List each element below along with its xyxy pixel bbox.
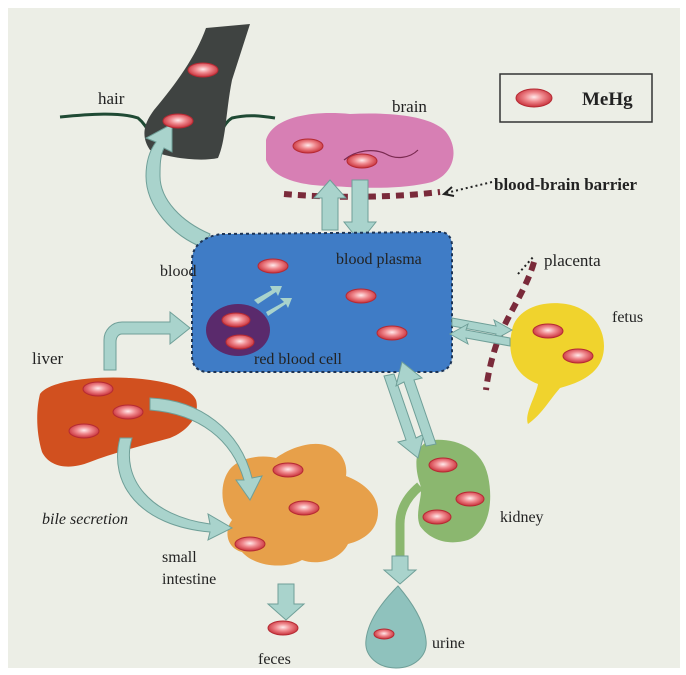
mehg-dot-icon	[346, 289, 376, 303]
mehg-dot-icon	[258, 259, 288, 273]
mehg-dot-icon	[456, 492, 484, 506]
brain-shape	[266, 113, 454, 188]
hair-label: hair	[98, 89, 125, 108]
blood-compartment: blood blood plasma red blood cell	[160, 232, 452, 372]
mehg-dot-icon	[69, 424, 99, 438]
mehg-dot-icon	[113, 405, 143, 419]
kidney-label: kidney	[500, 509, 544, 526]
mehg-dot-icon	[289, 501, 319, 515]
bile-secretion-label: bile secretion	[42, 511, 128, 528]
mehg-dot-icon	[533, 324, 563, 338]
mehg-dot-icon	[423, 510, 451, 524]
liver-label: liver	[32, 349, 63, 368]
mehg-dot-icon	[374, 629, 394, 639]
mehg-dot-icon	[83, 382, 113, 396]
urine-label: urine	[432, 635, 465, 652]
mehg-dot-icon	[268, 621, 298, 635]
legend-mehg-icon	[516, 89, 552, 107]
mehg-dot-icon	[377, 326, 407, 340]
mehg-dot-icon	[226, 335, 254, 349]
mehg-dot-icon	[235, 537, 265, 551]
feces-label: feces	[258, 651, 291, 668]
mehg-dot-icon	[273, 463, 303, 477]
mehg-dot-icon	[222, 313, 250, 327]
mehg-dot-icon	[188, 63, 218, 77]
intestine-label: intestine	[162, 571, 216, 588]
red-blood-cell-label: red blood cell	[254, 351, 343, 368]
fetus-label: fetus	[612, 309, 643, 326]
mehg-dot-icon	[429, 458, 457, 472]
placenta-label: placenta	[544, 251, 601, 270]
blood-label: blood	[160, 263, 196, 280]
blood-brain-barrier-label: blood-brain barrier	[494, 175, 638, 194]
mehg-dot-icon	[347, 154, 377, 168]
mehg-dot-icon	[563, 349, 593, 363]
mehg-dot-icon	[163, 114, 193, 128]
legend-label: MeHg	[582, 89, 633, 110]
blood-plasma-label: blood plasma	[336, 251, 422, 268]
small-label: small	[162, 549, 197, 566]
brain-label: brain	[392, 97, 427, 116]
mehg-dot-icon	[293, 139, 323, 153]
